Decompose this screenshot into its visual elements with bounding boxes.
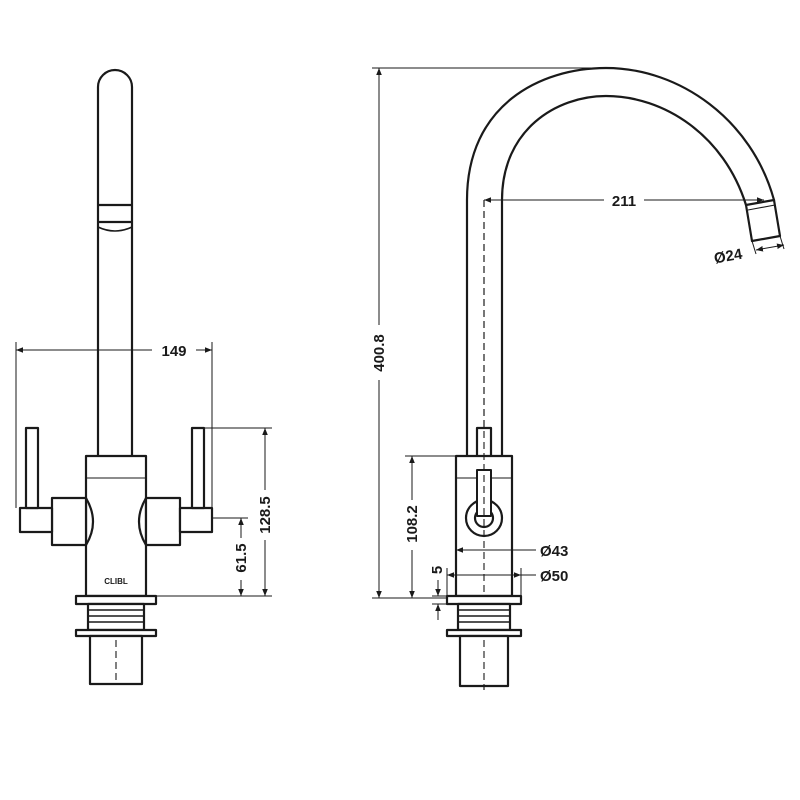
side-nozzle [744, 198, 782, 243]
dim-front-width-label: 149 [161, 343, 186, 360]
dim-side-body-height-label: 108.2 [404, 505, 421, 543]
dim-side-body-diameter: Ø43 [456, 543, 568, 560]
dim-side-base-diameter: Ø50 [446, 568, 568, 596]
front-thread [86, 602, 146, 632]
dim-front-width: 149 [15, 342, 213, 508]
dim-front-lever-height: 128.5 [156, 427, 274, 597]
dim-front-handle-height: 61.5 [212, 517, 250, 596]
front-left-lever [24, 426, 40, 510]
front-body [84, 454, 148, 598]
dim-side-base-gap-label: 5 [429, 566, 446, 574]
dim-side-total-height-label: 400.8 [371, 334, 388, 372]
dim-front-handle-height-label: 61.5 [233, 543, 250, 572]
front-spout-outlet [98, 203, 132, 224]
dim-side-body-height: 108.2 [404, 455, 456, 598]
side-thread [456, 602, 512, 632]
dim-side-reach: 211 [484, 193, 764, 210]
dim-side-base-diameter-label: Ø50 [540, 568, 568, 585]
side-spout-inner [500, 94, 748, 457]
front-spout-column [96, 68, 134, 457]
brand-mark: CLIBL [104, 577, 128, 586]
dim-side-total-height: 400.8 [371, 67, 606, 599]
front-right-handle [144, 496, 182, 547]
dim-side-spout-diameter: Ø24 [713, 235, 785, 268]
dim-side-base-gap: 5 [429, 566, 447, 620]
side-view: 400.8 211 Ø24 108.2 Ø43 [371, 66, 785, 690]
dim-side-spout-diameter-label: Ø24 [713, 246, 745, 268]
front-view: CLIBL 149 128.5 [15, 68, 274, 686]
dim-side-reach-label: 211 [612, 193, 636, 210]
front-right-lever [190, 426, 206, 510]
dim-side-body-diameter-label: Ø43 [540, 543, 568, 560]
dim-front-lever-height-label: 128.5 [257, 496, 274, 534]
front-left-handle [50, 496, 88, 547]
